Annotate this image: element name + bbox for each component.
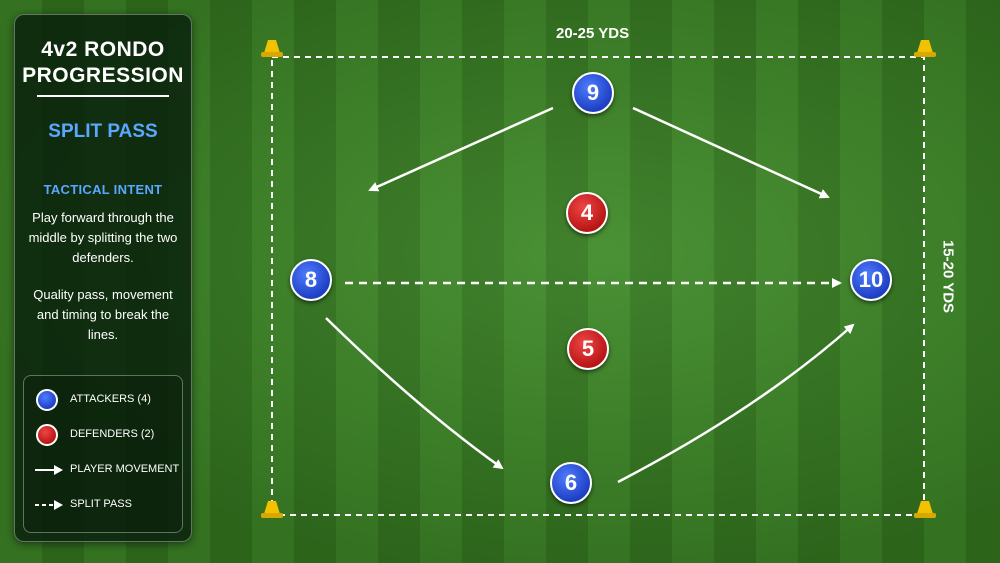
cone-icon [261,40,283,57]
legend-split-pass-label: SPLIT PASS [70,498,132,510]
legend-movement: PLAYER MOVEMENT [34,458,180,482]
defender-swatch-icon [36,424,58,446]
attacker-6: 6 [550,462,592,504]
movement-arrow-9-right [632,106,830,199]
legend-attackers-label: ATTACKERS (4) [70,393,151,405]
grid-height-label: 15-20 YDS [939,239,957,314]
title-divider [37,95,169,97]
defender-5: 5 [567,328,609,370]
legend-split-pass: SPLIT PASS [34,493,180,517]
info-panel: 4v2 RONDO PROGRESSION SPLIT PASS TACTICA… [14,14,192,542]
solid-arrow-icon [35,465,63,475]
legend-defenders: DEFENDERS (2) [34,423,180,447]
defender-4: 4 [566,192,608,234]
title-line-1: 4v2 RONDO [41,38,165,61]
tactical-intent-text-1: Play forward through the middle by split… [28,210,178,265]
cone-icon [914,501,936,518]
drill-subtitle: SPLIT PASS [48,121,158,142]
tactical-intent-heading: TACTICAL INTENT [43,182,163,197]
attacker-swatch-icon [36,389,58,411]
movement-arrow-9-left [368,106,554,192]
movement-arrow-8-to-6 [325,317,504,470]
attacker-8: 8 [290,259,332,301]
legend-movement-label: PLAYER MOVEMENT [70,463,180,475]
legend-attackers: ATTACKERS (4) [34,388,180,412]
attacker-10: 10 [850,259,892,301]
movement-arrow-6-to-10 [617,323,855,484]
grid-width-label: 20-25 YDS [556,25,630,42]
tactical-intent-text-2: Quality pass, movement and timing to bre… [33,287,173,342]
dashed-arrow-icon [35,500,63,510]
legend: ATTACKERS (4) DEFENDERS (2) PLAYER MOVEM… [23,375,183,533]
page-title: 4v2 RONDO PROGRESSION [15,37,191,89]
title-line-2: PROGRESSION [22,64,184,87]
cone-icon [914,40,936,57]
grid-boundary [271,56,925,516]
legend-defenders-label: DEFENDERS (2) [70,428,155,440]
attacker-9: 9 [572,72,614,114]
cone-icon [261,501,283,518]
